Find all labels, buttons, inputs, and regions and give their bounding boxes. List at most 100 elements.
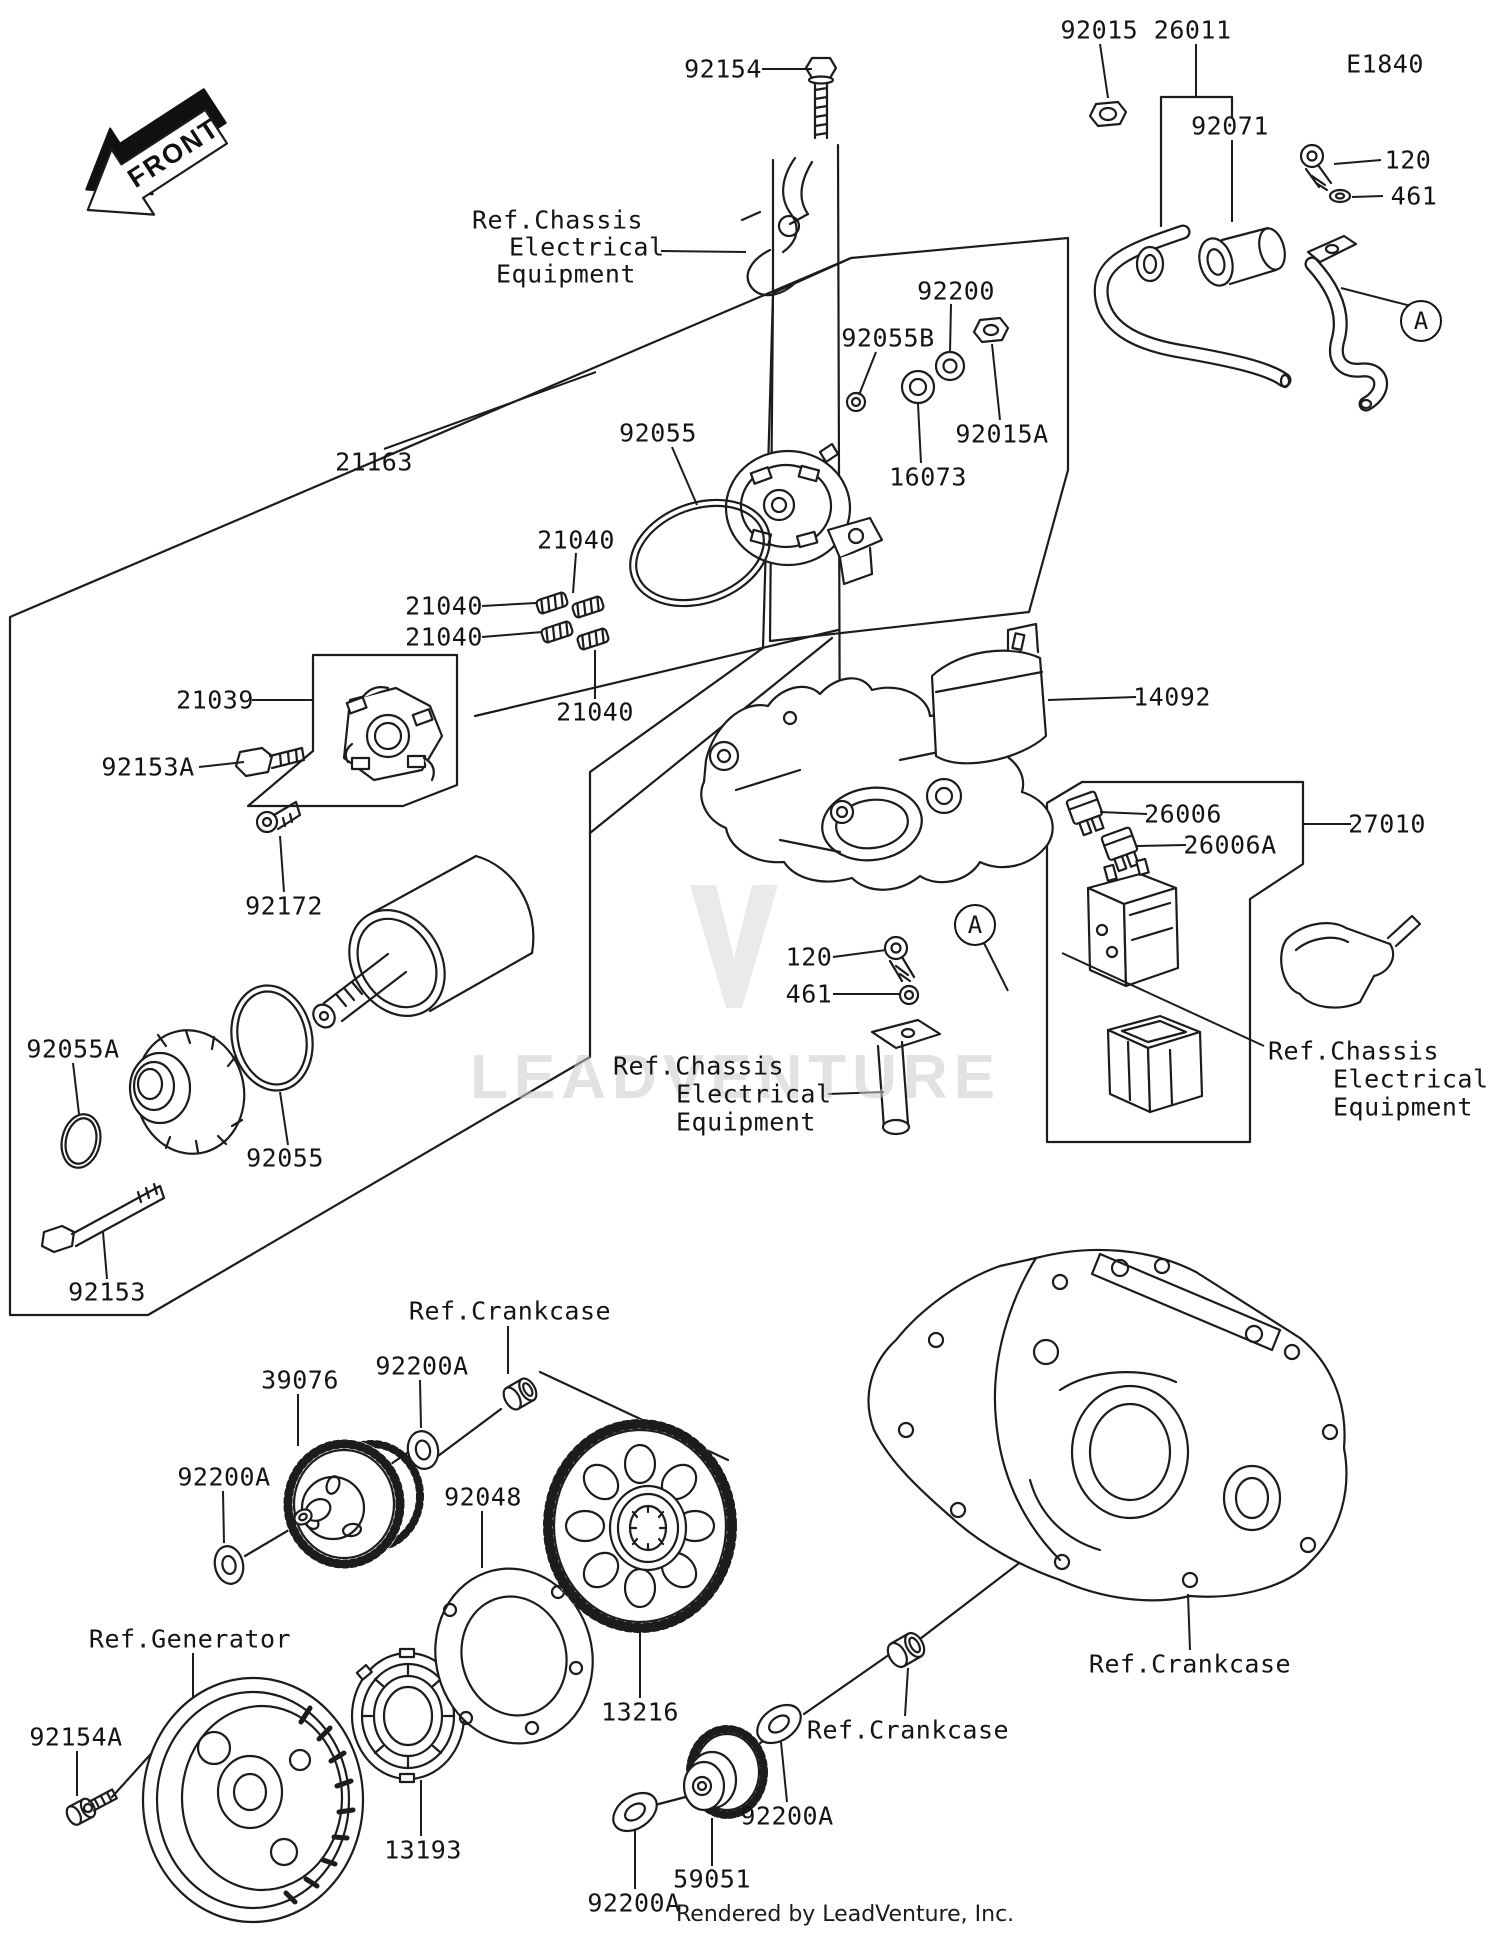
leader-line bbox=[1135, 844, 1187, 847]
leader-line bbox=[481, 602, 537, 607]
leader-lines bbox=[72, 43, 1412, 1889]
gasket-plate-92048 bbox=[434, 1567, 594, 1745]
washer-92200a-right bbox=[756, 1703, 802, 1745]
leader-line bbox=[780, 1741, 788, 1803]
leader-line bbox=[904, 1667, 909, 1717]
bolt-92153a bbox=[234, 746, 306, 778]
harness-clip bbox=[740, 156, 814, 297]
part-label-27010: 27010 bbox=[1348, 809, 1426, 839]
part-label-92071: 92071 bbox=[1191, 111, 1269, 141]
part-label-26006: 26006 bbox=[1144, 799, 1222, 829]
part-label-92055b: 92055B bbox=[841, 323, 935, 353]
leader-line bbox=[72, 1062, 80, 1115]
part-label-92153: 92153 bbox=[68, 1277, 146, 1307]
leader-line bbox=[572, 552, 577, 594]
part-label-461-mid: 461 bbox=[785, 979, 833, 1009]
leader-line bbox=[982, 940, 1009, 992]
ref-label-ref-chassis-top-line2: Electrical bbox=[509, 232, 665, 262]
leader-line bbox=[1099, 43, 1109, 99]
gear-59051 bbox=[682, 1725, 768, 1819]
part-label-120-top: 120 bbox=[1384, 145, 1432, 175]
part-label-92200a-right: 92200A bbox=[740, 1801, 834, 1831]
part-label-92055-top: 92055 bbox=[619, 418, 697, 448]
part-label-92200a-top: 92200A bbox=[375, 1351, 469, 1381]
brush-springs-21040 bbox=[535, 591, 610, 651]
ref-label-ref-chassis-mid-line3: Equipment bbox=[676, 1107, 816, 1137]
cable-26011-bracket-lines bbox=[1159, 95, 1234, 228]
part-label-21040-a: 21040 bbox=[537, 525, 615, 555]
leader-line bbox=[279, 1091, 289, 1146]
oring-92055-top bbox=[629, 498, 771, 608]
washer-92200a-bottom bbox=[612, 1791, 658, 1833]
leader-line bbox=[1061, 952, 1265, 1047]
brush-holder-21039 bbox=[342, 686, 444, 782]
group-box-relay-27010 bbox=[1045, 780, 1305, 1144]
part-label-14092: 14092 bbox=[1133, 682, 1211, 712]
leader-line bbox=[1333, 159, 1382, 165]
idler-gear-39076 bbox=[283, 1439, 424, 1569]
part-label-92200a-bot: 92200A bbox=[587, 1888, 681, 1918]
leader-line bbox=[991, 343, 1001, 421]
leader-line bbox=[949, 303, 952, 354]
render-credit: Rendered by LeadVenture, Inc. bbox=[676, 1902, 1015, 1927]
part-label-39076: 39076 bbox=[261, 1365, 339, 1395]
part-label-ref-crank-right: Ref.Crankcase bbox=[1088, 1649, 1292, 1679]
watermark-text: LEADVENTURE bbox=[470, 1043, 1002, 1112]
one-way-clutch-13193 bbox=[350, 1647, 466, 1784]
fuse-26006a bbox=[1100, 826, 1140, 873]
group-box-fold-lines bbox=[473, 628, 840, 835]
part-label-ref-crank-left: Ref.Crankcase bbox=[408, 1296, 612, 1326]
part-label-92200a-left: 92200A bbox=[177, 1462, 271, 1492]
starter-end-cover bbox=[724, 442, 884, 586]
part-label-16073: 16073 bbox=[889, 462, 967, 492]
washer-92200a-left bbox=[213, 1545, 245, 1585]
view-marker-a-mid: A bbox=[954, 904, 996, 946]
leader-line bbox=[827, 1091, 885, 1095]
relay-27010 bbox=[1086, 857, 1180, 988]
part-label-13193: 13193 bbox=[384, 1835, 462, 1865]
leader-line bbox=[858, 351, 877, 396]
group-box-brush-21039 bbox=[246, 653, 459, 808]
part-label-59051: 59051 bbox=[673, 1864, 751, 1894]
part-label-ref-generator: Ref.Generator bbox=[88, 1624, 292, 1654]
leader-line bbox=[917, 403, 922, 464]
washer-92200 bbox=[934, 350, 966, 382]
part-label-92153a: 92153A bbox=[101, 752, 195, 782]
starter-front-cover bbox=[128, 1029, 246, 1155]
bushing-bottom bbox=[886, 1631, 926, 1669]
leader-line bbox=[832, 949, 887, 958]
bolt-120-top bbox=[1299, 143, 1333, 192]
leader-line bbox=[1187, 1593, 1191, 1651]
part-label-92055-bot: 92055 bbox=[246, 1143, 324, 1173]
ref-label-ref-chassis-top-line1: Ref.Chassis bbox=[472, 205, 644, 235]
part-label-461-top: 461 bbox=[1390, 181, 1438, 211]
part-label-13216: 13216 bbox=[601, 1697, 679, 1727]
oring-92055-bottom bbox=[230, 984, 314, 1092]
part-label-92200: 92200 bbox=[917, 276, 995, 306]
part-label-21163: 21163 bbox=[335, 447, 413, 477]
group-box-end-cover bbox=[768, 236, 1070, 643]
leader-line bbox=[198, 761, 245, 768]
nut-92015 bbox=[1088, 100, 1128, 128]
part-label-92015a: 92015A bbox=[955, 419, 1049, 449]
part-label-21040-c: 21040 bbox=[405, 622, 483, 652]
motor-yoke-armature bbox=[312, 854, 535, 1029]
watermark-flame-icon bbox=[690, 885, 778, 1008]
leader-line bbox=[419, 1379, 422, 1429]
leader-line bbox=[383, 371, 597, 450]
bushing-mid bbox=[502, 1377, 538, 1411]
leader-line bbox=[671, 446, 698, 506]
cover-14092 bbox=[930, 622, 1048, 765]
screw-92172 bbox=[255, 800, 302, 834]
generator-rotor bbox=[141, 1676, 365, 1924]
view-marker-a-right: A bbox=[1400, 300, 1442, 342]
crankcase-right bbox=[867, 1248, 1348, 1602]
part-label-26006a: 26006A bbox=[1183, 830, 1277, 860]
part-label-120-mid: 120 bbox=[785, 942, 833, 972]
bolt-92154 bbox=[804, 56, 838, 140]
cable-bracket-mid bbox=[870, 1018, 942, 1136]
leader-line bbox=[1340, 287, 1412, 307]
ref-label-ref-chassis-right-line1: Ref.Chassis bbox=[1268, 1036, 1440, 1066]
